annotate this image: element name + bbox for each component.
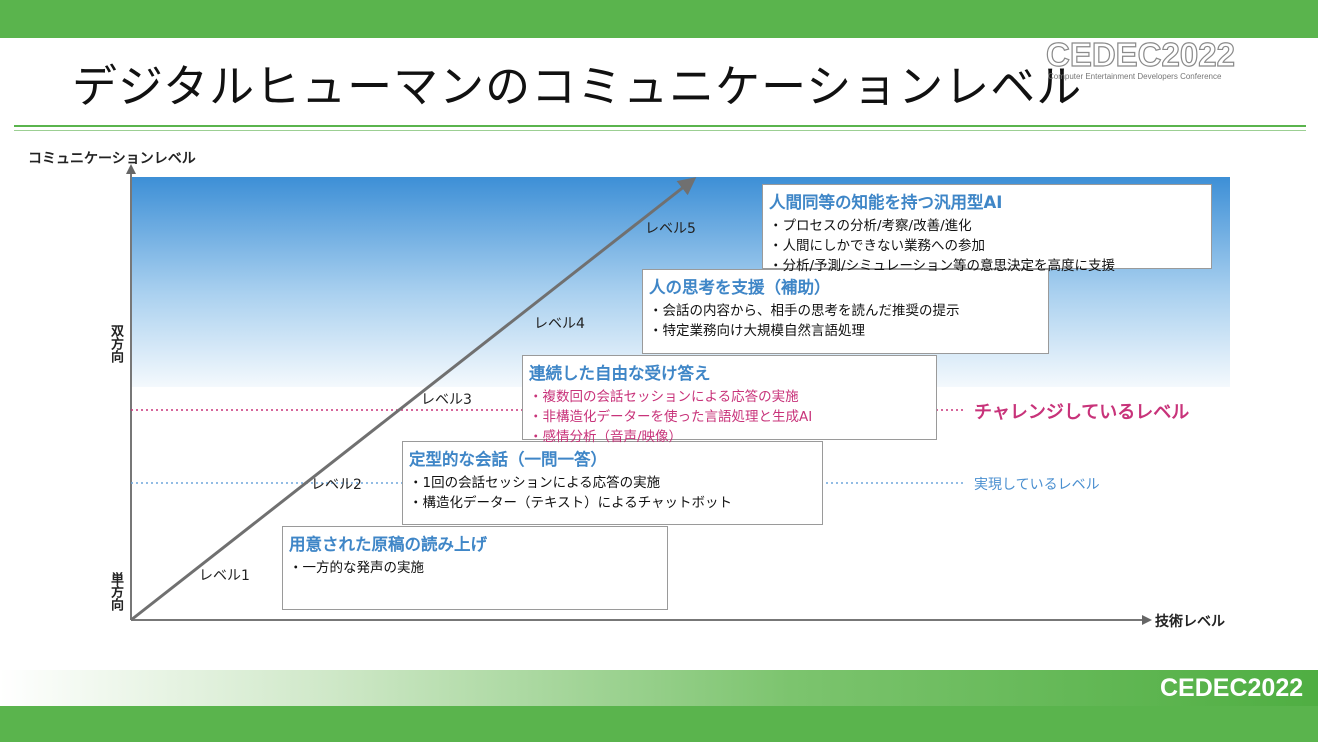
level-3-item: 感情分析（音声/映像） [529,427,930,447]
level-3-title: 連続した自由な受け答え [529,364,711,383]
slide-title: デジタルヒューマンのコミュニケーションレベル [72,60,1083,113]
level-4-item: 会話の内容から、相手の思考を読んだ推奨の提示 [649,301,1042,321]
y-low-label: 単方向 [108,572,123,611]
level-3-item: 複数回の会話セッションによる応答の実施 [529,387,930,407]
level-4-label: レベル4 [534,316,585,332]
level-2-box: 定型的な会話（一問一答） 1回の会話セッションによる応答の実施 構造化データー（… [402,441,823,525]
level-2-item: 1回の会話セッションによる応答の実施 [409,473,816,493]
level-5-item: 分析/予測/シミュレーション等の意思決定を高度に支援 [769,256,1205,276]
logo-text: CEDEC2022 [1045,35,1235,73]
level-1-label: レベル1 [199,568,250,584]
logo-subtitle: Computer Entertainment Developers Confer… [1048,72,1222,81]
level-1-item: 一方的な発声の実施 [289,558,661,578]
level-2-title: 定型的な会話（一問一答） [409,450,607,469]
title-divider-thin [14,130,1306,131]
y-axis-label: コミュニケーションレベル [28,151,196,167]
cedec-logo-top: CEDEC2022 Computer Entertainment Develop… [1045,35,1254,84]
progress-arrow [130,177,697,622]
level-2-label: レベル2 [311,477,362,493]
level-3-item: 非構造化データーを使った言語処理と生成AI [529,407,930,427]
y-high-label: 双方向 [108,324,123,363]
title-divider [14,125,1306,127]
level-3-label: レベル3 [421,392,472,408]
achieved-level-label: 実現しているレベル [974,477,1100,493]
level-4-box: 人の思考を支援（補助） 会話の内容から、相手の思考を読んだ推奨の提示 特定業務向… [642,269,1049,354]
level-4-item: 特定業務向け大規模自然言語処理 [649,321,1042,341]
top-green-bar [0,0,1318,38]
level-4-title: 人の思考を支援（補助） [649,278,831,297]
level-1-box: 用意された原稿の読み上げ 一方的な発声の実施 [282,526,668,610]
x-axis-label: 技術レベル [1155,614,1225,630]
level-2-item: 構造化データー（テキスト）によるチャットボット [409,493,816,513]
level-5-label: レベル5 [645,221,696,237]
level-5-item: プロセスの分析/考察/改善/進化 [769,216,1205,236]
level-5-title: 人間同等の知能を持つ汎用型AI [769,193,1003,212]
level-5-item: 人間にしかできない業務への参加 [769,236,1205,256]
challenge-level-label: チャレンジしているレベル [974,402,1190,423]
cedec-logo-bottom: CEDEC2022 [1160,674,1304,702]
level-5-box: 人間同等の知能を持つ汎用型AI プロセスの分析/考察/改善/進化 人間にしかでき… [762,184,1212,274]
bottom-green-bar [0,706,1318,742]
footer-gradient [0,670,1318,706]
level-1-title: 用意された原稿の読み上げ [289,535,487,554]
level-3-box: 連続した自由な受け答え 複数回の会話セッションによる応答の実施 非構造化データー… [522,355,937,445]
